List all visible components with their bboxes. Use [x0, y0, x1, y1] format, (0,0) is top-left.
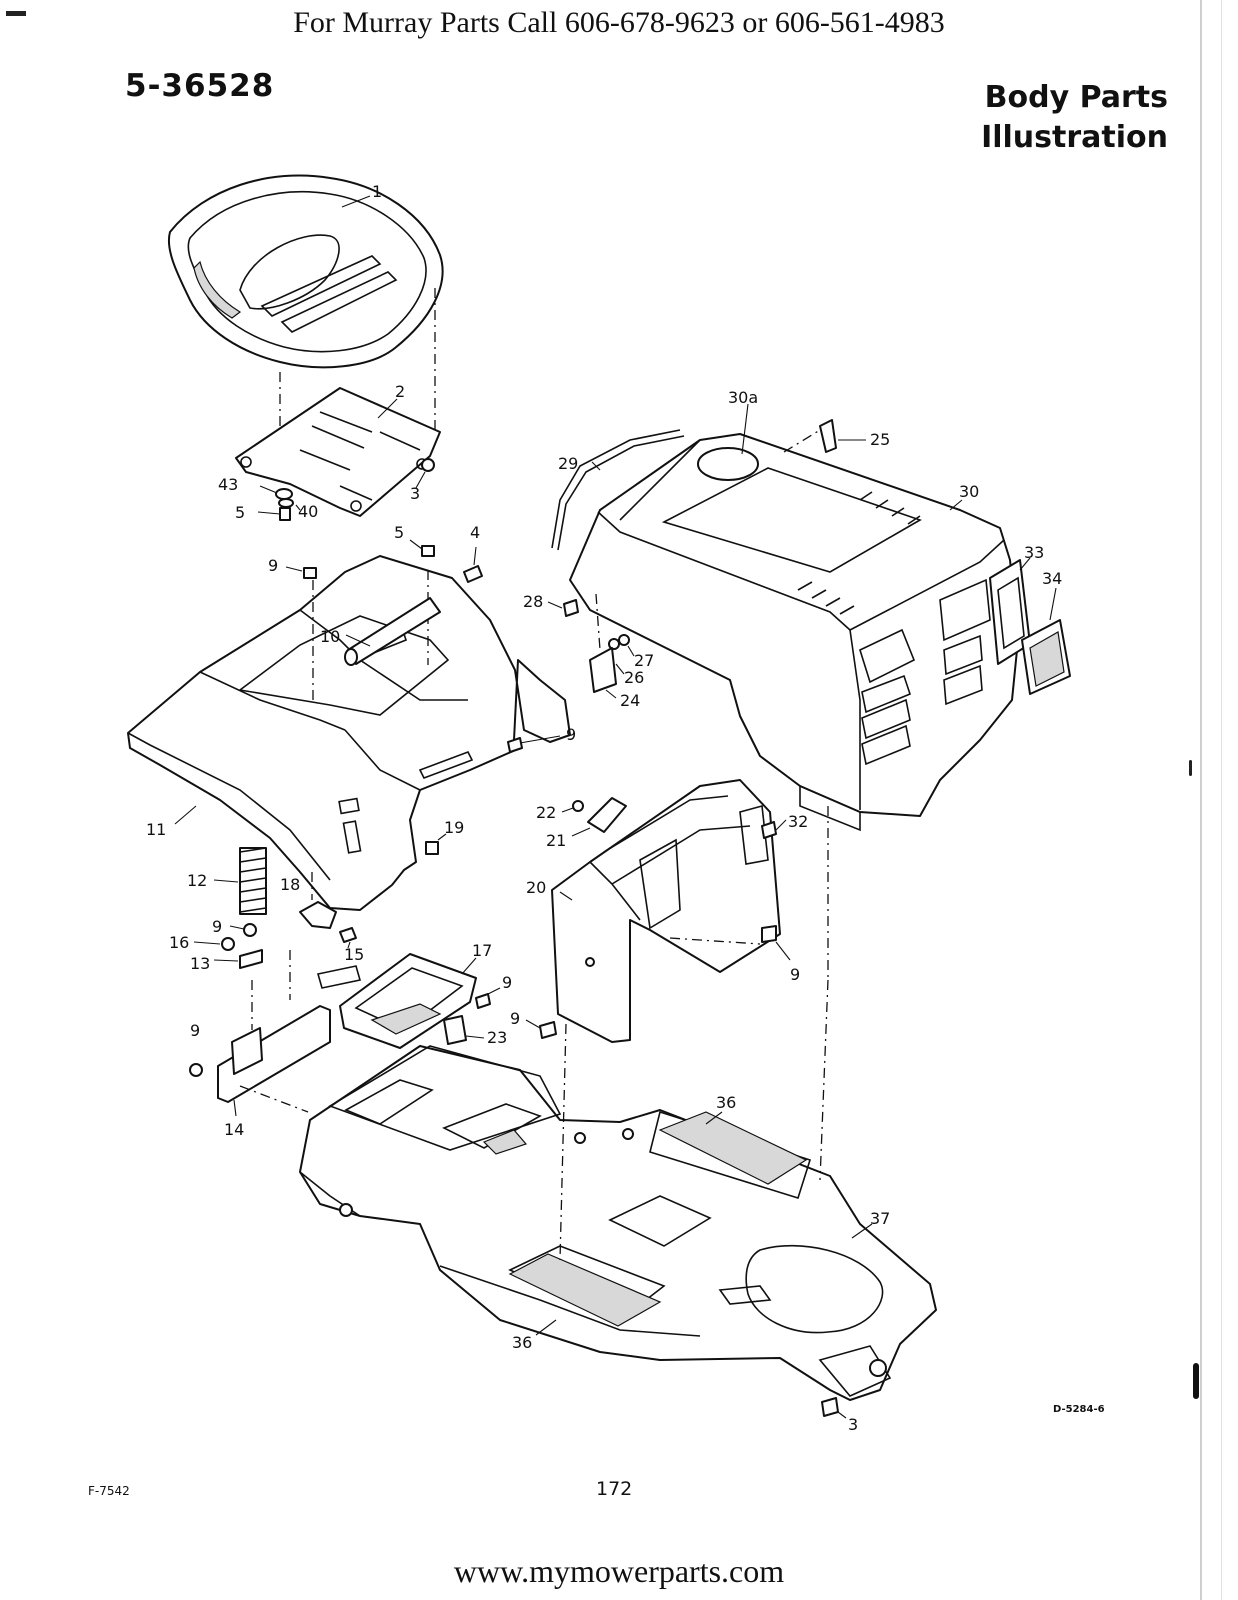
callout-support-plate: 14 — [224, 1120, 244, 1139]
callout-washer: 26 — [624, 668, 644, 687]
pivot-hardware-group — [193, 923, 263, 969]
fender-part — [127, 555, 571, 911]
callout-fender: 11 — [146, 820, 166, 839]
footpad-lower-part — [508, 1253, 662, 1336]
leader-line — [591, 461, 601, 471]
callout-hood-bracket: 24 — [620, 691, 640, 710]
callout-washer: 40 — [298, 502, 318, 521]
callout-hood-emblem: 30a — [728, 388, 758, 407]
page-number: 172 — [596, 1478, 633, 1500]
leader-line — [341, 195, 371, 208]
hood-mount-group — [547, 593, 635, 699]
section-title-line-1: Body Parts — [984, 80, 1168, 115]
seat-hardware-group — [257, 458, 435, 521]
footpad-upper-part — [658, 1111, 808, 1185]
callout-bushing: 16 — [169, 933, 189, 952]
callout-clip: 13 — [190, 954, 210, 973]
callout-cross-tube: 10 — [320, 627, 340, 646]
callout-nut: 27 — [634, 651, 654, 670]
callout-screw: 9 — [268, 556, 278, 575]
parts-phone-header: For Murray Parts Call 606-678-9623 or 60… — [293, 6, 945, 39]
callout-screw: 22 — [536, 803, 556, 822]
callout-screw: 9 — [502, 973, 512, 992]
battery-tray-part — [339, 953, 477, 1049]
callout-bolt: 32 — [788, 812, 808, 831]
scan-edge-line — [1221, 0, 1222, 1600]
hood-latch-part — [783, 419, 866, 453]
callout-spacer: 43 — [218, 475, 238, 494]
seat-pan-part — [235, 387, 441, 517]
model-number: 5-36528 — [125, 68, 275, 104]
seat-part — [167, 174, 444, 369]
dash-bolts-group — [761, 819, 791, 961]
callout-screw: 28 — [523, 592, 543, 611]
callout-nut: 19 — [444, 818, 464, 837]
callout-hood-trim: 29 — [558, 454, 578, 473]
callout-clamp: 23 — [487, 1028, 507, 1047]
form-code: F-7542 — [88, 1484, 130, 1498]
callout-grille: 34 — [1042, 569, 1062, 588]
grille-group — [989, 557, 1071, 695]
section-title-line-2: Illustration — [981, 120, 1168, 155]
callout-dash-panel: 20 — [526, 878, 546, 897]
callout-screw: 9 — [510, 1009, 520, 1028]
callout-bolt: 15 — [344, 945, 364, 964]
callout-footpad: 36 — [512, 1333, 532, 1352]
callout-bolt: 5 — [235, 503, 245, 522]
hood-part — [569, 433, 1019, 832]
callout-grille-frame: 33 — [1024, 543, 1044, 562]
cross-tube-part — [344, 597, 441, 666]
section-title: Body Parts Illustration — [981, 78, 1168, 158]
support-plate-part — [189, 950, 362, 1117]
frame-footrest-part — [299, 1045, 937, 1401]
leader-line — [213, 879, 239, 883]
scan-edge-line — [1200, 0, 1202, 1600]
leader-line — [174, 805, 197, 825]
callout-frame-footrest: 37 — [870, 1209, 890, 1228]
leader-line — [377, 398, 398, 419]
callout-dash-plate: 21 — [546, 831, 566, 850]
hood-guide-line — [819, 979, 829, 1181]
callout-bolt: 4 — [470, 523, 480, 542]
scan-edge-mark — [1189, 760, 1192, 776]
callout-spring: 12 — [187, 871, 207, 890]
tray-clamp-group — [443, 987, 557, 1045]
callout-hood-latch: 25 — [870, 430, 890, 449]
leader-line — [345, 634, 371, 647]
scan-edge-mark — [1193, 1363, 1199, 1399]
bracket-hardware-group — [299, 872, 357, 949]
dash-plate-group — [561, 797, 627, 837]
scan-corner-mark — [6, 11, 26, 16]
leader-line — [837, 1411, 847, 1419]
leader-line — [741, 403, 749, 455]
callout-nut: 3 — [410, 484, 420, 503]
callout-seat-pan: 2 — [395, 382, 405, 401]
leader-line — [949, 499, 963, 511]
callout-screw: 9 — [212, 917, 222, 936]
callout-seat: 1 — [372, 182, 382, 201]
callout-hood: 30 — [959, 482, 979, 501]
callout-screw: 9 — [190, 1021, 200, 1040]
dash-guide-line — [559, 1023, 567, 1261]
nut-part — [821, 1397, 839, 1417]
callout-battery-tray: 17 — [472, 941, 492, 960]
dash-panel-part — [551, 779, 781, 1043]
callout-footpad: 36 — [716, 1093, 736, 1112]
drawing-code: D-5284-6 — [1053, 1404, 1105, 1415]
hood-trim-part — [557, 435, 685, 551]
callout-nut: 9 — [790, 965, 800, 984]
website-footer: www.mymowerparts.com — [453, 1553, 785, 1589]
callout-nut: 3 — [848, 1415, 858, 1434]
hood-trim-part — [551, 429, 681, 549]
spring-part — [239, 847, 267, 915]
callout-bolt: 5 — [394, 523, 404, 542]
fender-bolts-group — [285, 539, 561, 855]
callout-screw: 9 — [566, 725, 576, 744]
callout-bracket: 18 — [280, 875, 300, 894]
